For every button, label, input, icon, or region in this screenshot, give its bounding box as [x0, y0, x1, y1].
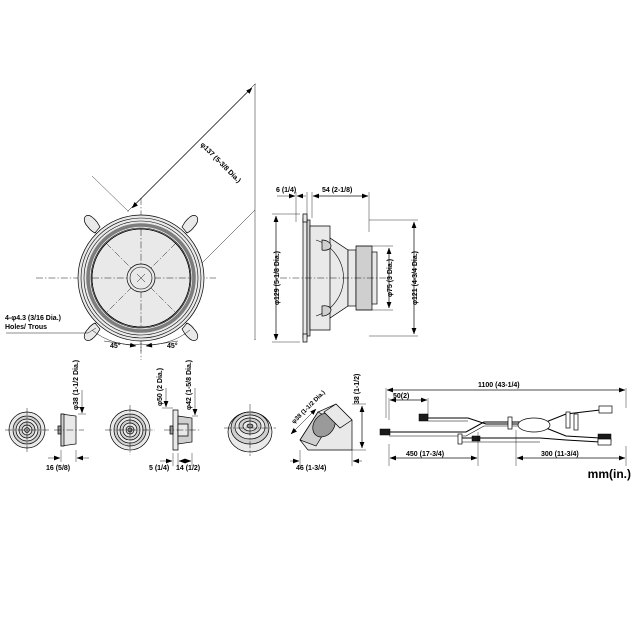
front-cone-radials — [92, 229, 190, 327]
side-top-dimensions: 6 (1/4) 54 (2-1/8) — [276, 187, 370, 232]
side-dia-magnet-dimension: φ75 (3 Dia.) — [356, 245, 394, 311]
front-angle-right-label: 45° — [167, 342, 178, 350]
tweeter-b-flange-depth-label: 5 (1/4) — [149, 465, 169, 472]
tweeter-b-dia-dimensions: φ50 (2 Dia.) φ42 (1-5/8 Dia.) — [157, 360, 198, 417]
side-dia-outer-dimension: φ129 (5-1/8 Dia.) — [272, 213, 300, 343]
unit-note: mm(in.) — [588, 467, 631, 481]
front-angle-dimensions: 45° 45° — [91, 329, 191, 352]
tweeter-b-front — [105, 405, 155, 455]
tweeter-a-dia-label: φ38 (1-1/2 Dia.) — [73, 360, 80, 410]
tweeter-c-base-label: 46 (1-3/4) — [296, 465, 326, 472]
harness-stub-label: 50(2) — [393, 393, 409, 400]
tweeter-angled-bracket: φ38 (1-1/2 Dia.) 38 (1-1/2) 46 (1-3/4) — [224, 374, 366, 472]
side-body-depth-label: 54 (2-1/8) — [322, 187, 352, 194]
tweeter-c-bracket — [299, 403, 353, 451]
wiring-harness: 1100 (43-1/4) 50(2) — [379, 382, 627, 466]
side-basket-body — [309, 225, 349, 331]
tweeter-a-depth-label: 16 (5/8) — [46, 465, 70, 472]
side-flange-depth-label: 6 (1/4) — [276, 187, 296, 194]
tweeter-b-flange-dia-label: φ50 (2 Dia.) — [157, 368, 164, 406]
tweeter-a-side: 16 (5/8) — [46, 413, 89, 472]
side-dia-basket-label: φ121 (4-3/4 Dia.) — [412, 251, 419, 305]
tweeter-b-side: 5 (1/4) 14 (1/2) — [149, 409, 200, 472]
front-angle-left-label: 45° — [110, 342, 121, 350]
tweeter-b-body-depth-label: 14 (1/2) — [176, 465, 200, 472]
side-dia-outer-label: φ129 (5-1/8 Dia.) — [274, 251, 281, 305]
side-dia-basket-dimension: φ121 (4-3/4 Dia.) — [369, 219, 419, 337]
front-hole-note-line1: 4-φ4.3 (3/16 Dia.) — [5, 315, 61, 322]
tweeter-c-height-label: 38 (1-1/2) — [354, 374, 361, 404]
tweeter-flush-mount: 16 (5/8) φ38 (1-1/2 Dia.) — [5, 360, 89, 472]
harness-left-segment-dimension: 450 (17-3/4) — [388, 432, 479, 466]
harness-right-segment-label: 300 (11-3/4) — [541, 451, 579, 458]
tweeter-with-flange: 5 (1/4) 14 (1/2) φ50 (2 Dia.) φ42 (1-5/8… — [105, 360, 200, 472]
harness-left-segment-label: 450 (17-3/4) — [406, 451, 444, 458]
front-diagonal-dim-label: φ137 (5-3/8 Dia.) — [199, 141, 242, 184]
front-hole-note-line2: Holes/ Trous — [5, 324, 47, 331]
tweeter-a-front — [5, 408, 49, 452]
harness-total-dimension: 1100 (43-1/4) — [385, 382, 627, 418]
side-dia-magnet-label: φ75 (3 Dia.) — [387, 259, 394, 297]
harness-total-length-label: 1100 (43-1/4) — [478, 382, 520, 389]
side-magnet-assembly — [280, 245, 392, 311]
speaker-front-view: φ137 (5-3/8 Dia.) — [5, 83, 256, 360]
front-hole-callout: 4-φ4.3 (3/16 Dia.) Holes/ Trous — [5, 315, 97, 334]
tweeter-b-body-dia-label: φ42 (1-5/8 Dia.) — [186, 360, 193, 410]
harness-wires — [379, 405, 613, 446]
tweeter-a-dia-dimension: φ38 (1-1/2 Dia.) — [73, 360, 86, 415]
tweeter-c-front — [224, 404, 276, 456]
harness-right-segment-dimension: 300 (11-3/4) — [515, 430, 627, 466]
speaker-side-view: 6 (1/4) 54 (2-1/8) — [272, 187, 419, 343]
front-mounting-tabs — [83, 215, 199, 341]
front-centre-dome — [126, 263, 156, 293]
